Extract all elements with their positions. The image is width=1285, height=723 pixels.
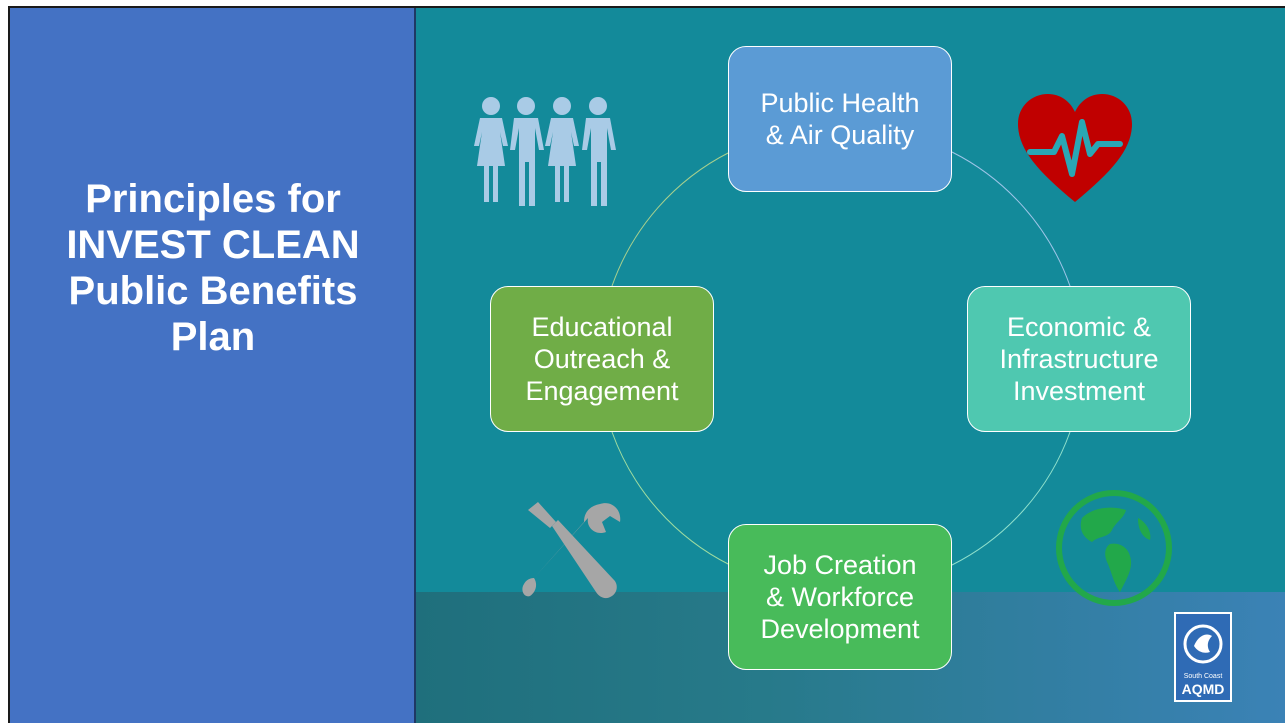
people-group-icon bbox=[474, 97, 616, 206]
slide: Principles for INVEST CLEAN Public Benef… bbox=[8, 6, 1285, 723]
node-label: Development bbox=[760, 614, 920, 644]
node-educational-outreach: Educational Outreach & Engagement bbox=[490, 286, 714, 432]
tools-icon bbox=[522, 502, 621, 599]
title-panel: Principles for INVEST CLEAN Public Benef… bbox=[10, 8, 416, 723]
aqmd-logo: South Coast AQMD bbox=[1174, 612, 1232, 702]
logo-text: South Coast bbox=[1183, 673, 1223, 680]
node-label: Outreach & bbox=[533, 344, 671, 374]
node-label: Job Creation bbox=[763, 550, 917, 580]
title-line: Public Benefits bbox=[68, 269, 358, 313]
slide-title: Principles for INVEST CLEAN Public Benef… bbox=[10, 176, 416, 360]
diagram-panel: Public Health & Air Quality Economic & I… bbox=[416, 8, 1285, 723]
node-label: & Air Quality bbox=[765, 120, 915, 150]
node-label: Investment bbox=[1012, 376, 1146, 406]
title-line: Plan bbox=[170, 315, 256, 359]
node-job-creation: Job Creation & Workforce Development bbox=[728, 524, 952, 670]
node-economic-investment: Economic & Infrastructure Investment bbox=[967, 286, 1191, 432]
node-label: Public Health bbox=[760, 88, 920, 118]
node-label: Engagement bbox=[525, 376, 679, 406]
globe-icon bbox=[1056, 490, 1172, 606]
title-line: INVEST CLEAN bbox=[66, 223, 360, 267]
node-public-health: Public Health & Air Quality bbox=[728, 46, 952, 192]
node-label: Economic & bbox=[1006, 312, 1152, 342]
node-label: & Workforce bbox=[765, 582, 915, 612]
heartbeat-icon bbox=[1018, 94, 1132, 202]
node-label: Educational bbox=[531, 312, 673, 342]
logo-emblem-icon bbox=[1183, 624, 1223, 664]
cycle-ring bbox=[611, 151, 1071, 566]
title-line: Principles for bbox=[85, 177, 341, 221]
node-label: Infrastructure bbox=[999, 344, 1159, 374]
logo-text: AQMD bbox=[1181, 681, 1225, 697]
